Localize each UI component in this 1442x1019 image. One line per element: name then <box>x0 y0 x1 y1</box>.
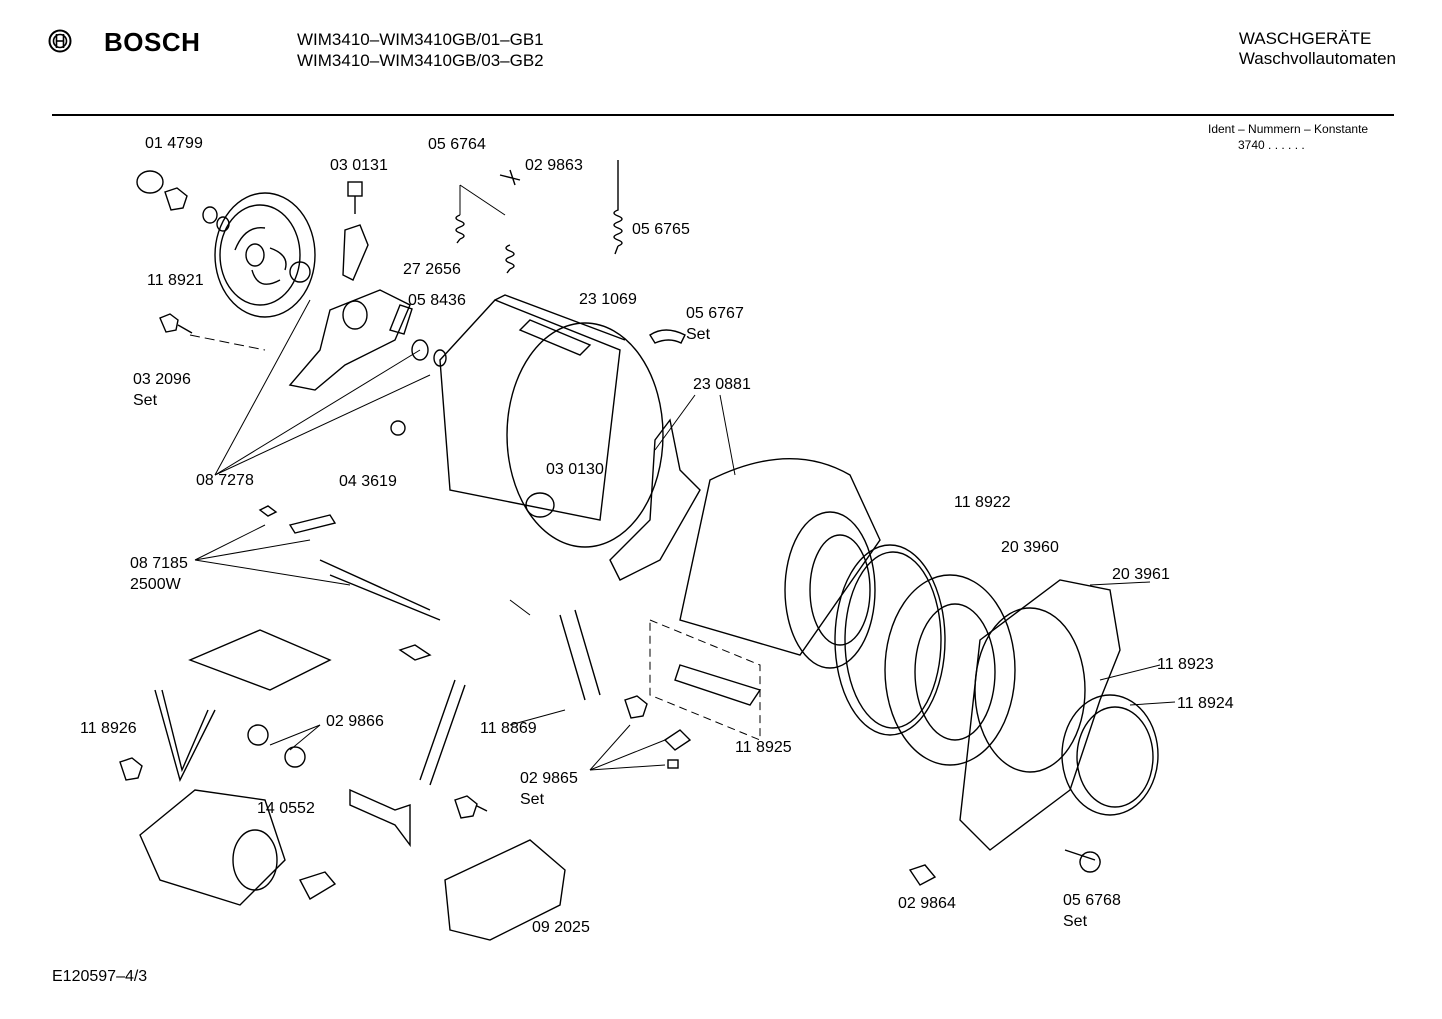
part-label: 02 9865 <box>520 770 578 787</box>
part-label: 03 0130 <box>546 461 604 478</box>
part-label: 02 9866 <box>326 713 384 730</box>
category-line: WASCHGERÄTE <box>1238 29 1372 48</box>
part-label: 02 9864 <box>898 895 956 912</box>
model-line: WIM3410–WIM3410GB/03–GB2 <box>297 51 544 70</box>
part-label: 01 4799 <box>145 135 203 152</box>
part-label: 20 3961 <box>1112 566 1170 583</box>
part-label: 27 2656 <box>403 261 461 278</box>
part-label: 11 8869 <box>480 720 537 737</box>
model-numbers: WIM3410–WIM3410GB/01–GB1 WIM3410–WIM3410… <box>297 29 544 71</box>
part-label: 05 8436 <box>408 292 466 309</box>
part-label: 11 8926 <box>80 720 137 737</box>
header-divider <box>52 114 1394 116</box>
part-label: 05 6765 <box>632 221 690 238</box>
part-label: 11 8924 <box>1177 695 1234 712</box>
category: WASCHGERÄTE Waschvollautomaten <box>1239 29 1396 69</box>
ident-value: 3740 . . . . . . <box>1238 138 1305 152</box>
part-label: Set <box>133 392 158 409</box>
part-label: 20 3960 <box>1001 539 1059 556</box>
part-label: Set <box>1063 913 1088 930</box>
part-label: 09 2025 <box>532 919 590 936</box>
part-label: 11 8922 <box>954 494 1011 511</box>
part-label: 11 8923 <box>1157 656 1214 673</box>
part-label: 05 6767 <box>686 305 744 322</box>
part-label: 02 9863 <box>525 157 583 174</box>
part-label: 14 0552 <box>257 800 315 817</box>
leader-lines <box>189 184 1176 771</box>
part-label: 08 7185 <box>130 555 188 572</box>
part-label: 03 0131 <box>330 157 388 174</box>
part-label: 08 7278 <box>196 472 254 489</box>
part-label: 23 1069 <box>579 291 637 308</box>
part-label: 03 2096 <box>133 371 191 388</box>
category-line: Waschvollautomaten <box>1238 49 1396 68</box>
model-line: WIM3410–WIM3410GB/01–GB1 <box>297 30 544 49</box>
drawing-code: E120597–4/3 <box>52 968 148 985</box>
part-label: 11 8925 <box>735 739 792 756</box>
bosch-logo-icon <box>48 29 72 53</box>
part-label: 04 3619 <box>339 473 397 490</box>
brand-name: BOSCH <box>104 27 201 57</box>
ident-label: Ident – Nummern – Konstante <box>1208 122 1369 136</box>
part-label: 23 0881 <box>693 376 751 393</box>
part-label: 05 6768 <box>1063 892 1121 909</box>
part-label: Set <box>686 326 711 343</box>
part-label: 2500W <box>130 576 182 593</box>
part-label: 11 8921 <box>147 272 204 289</box>
ident-block: Ident – Nummern – Konstante 3740 . . . .… <box>1208 121 1368 153</box>
part-label: Set <box>520 791 545 808</box>
part-label: 05 6764 <box>428 136 486 153</box>
